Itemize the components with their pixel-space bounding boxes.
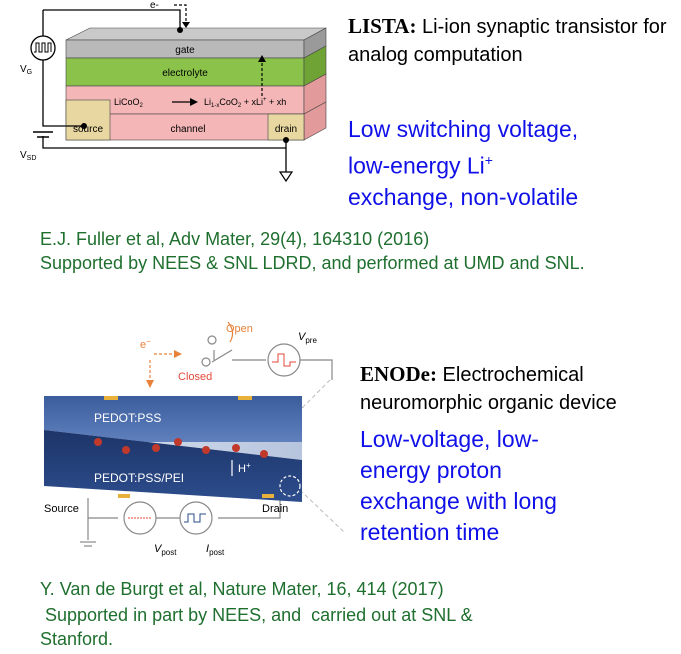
lista-drain-contact-dot: [283, 137, 289, 143]
enode-title-bold: ENODe:: [360, 362, 437, 386]
enode-electron-arrow: [146, 350, 182, 388]
lista-title-bold: LISTA:: [348, 14, 417, 38]
lista-vsd-battery-icon: [33, 131, 53, 138]
enode-title: ENODe: Electrochemical neuromorphic orga…: [360, 360, 680, 417]
enode-title-line2: neuromorphic organic device: [360, 392, 617, 414]
lista-highlight: Low switching voltage, low-energy Li+ ex…: [348, 114, 668, 213]
enode-circuit-wires: [87, 350, 333, 540]
enode-highlight-line3: exchange with long: [360, 488, 557, 514]
enode-title-line1: ENODe: Electrochemical: [360, 360, 680, 389]
enode-drain-label: Drain: [262, 503, 288, 515]
enode-source-contact: [118, 494, 130, 498]
enode-diagram: Open Closed e− Vpre: [44, 321, 345, 557]
lista-vsd-label: VSD: [20, 150, 36, 162]
lista-gate-contact-dot: [177, 27, 183, 33]
enode-support-line2: Stanford.: [40, 629, 114, 649]
enode-ipost-meter-icon: [179, 501, 213, 535]
lista-electron-arrow: [174, 4, 190, 28]
lista-pulse-source-icon: [30, 35, 56, 61]
lista-drain-label: drain: [275, 124, 297, 135]
enode-guide-lines: [299, 379, 345, 533]
enode-title-rest-line1: Electrochemical: [437, 364, 584, 386]
lista-source-label: source: [73, 124, 103, 135]
enode-top-contact-left: [104, 396, 118, 400]
lista-vg-label: VG: [20, 64, 32, 76]
lista-highlight-line2: low-energy Li+: [348, 152, 493, 179]
enode-ipost-label: Ipost: [206, 543, 225, 557]
enode-vpost-label: Vpost: [154, 543, 177, 557]
lista-highlight-line1: Low switching voltage,: [348, 116, 579, 142]
lista-circuit-wires: [42, 9, 287, 172]
lista-diagram: e- VG VSD: [20, 0, 327, 183]
enode-vpre-label: Vpre: [298, 331, 317, 345]
enode-ground-icon: [80, 541, 96, 547]
enode-top-layer-label: PEDOT:PSS: [94, 411, 161, 425]
lista-reaction-label: LiCoO2: [114, 97, 144, 109]
enode-vpost-meter-icon: [123, 501, 157, 535]
lista-title-rest: Li-ion synaptic transistor for analog co…: [348, 16, 667, 66]
lista-title: LISTA: Li-ion synaptic transistor for an…: [348, 12, 668, 69]
enode-bottom-layer-label: PEDOT:PSS/PEI: [94, 471, 184, 485]
enode-drain-contact: [262, 494, 274, 498]
lista-device-stack: [65, 27, 327, 143]
enode-highlight-line2: energy proton: [360, 457, 502, 483]
enode-citation: Y. Van de Burgt et al, Nature Mater, 16,…: [40, 579, 444, 599]
lista-highlight-line3: exchange, non-volatile: [348, 183, 579, 210]
lista-channel-label: channel: [170, 124, 205, 135]
lista-reaction-product-label: Li1-xCoO2 + xLi+ + xh: [204, 97, 286, 109]
enode-highlight-line1: Low-voltage, low-: [360, 426, 539, 452]
enode-proton-dots: [94, 438, 268, 458]
enode-proton-label: H+: [238, 461, 251, 475]
lista-electron-label: e-: [150, 0, 159, 11]
enode-vpre-source-icon: [267, 343, 301, 377]
lista-electrolyte-label: electrolyte: [162, 68, 208, 79]
enode-highlight: Low-voltage, low- energy proton exchange…: [360, 424, 680, 548]
enode-switch-icon: [201, 321, 234, 367]
enode-open-label: Open: [226, 323, 253, 335]
enode-dashed-circle: [279, 475, 301, 497]
lista-support: Supported by NEES & SNL LDRD, and perfor…: [40, 253, 585, 273]
lista-reaction-arrow: [172, 98, 198, 106]
enode-device-stack: [44, 396, 304, 502]
enode-electron-label: e−: [140, 337, 151, 351]
lista-citation: E.J. Fuller et al, Adv Mater, 29(4), 164…: [40, 229, 430, 249]
enode-source-label: Source: [44, 503, 79, 515]
enode-top-contact-right: [238, 396, 252, 400]
enode-support-line1: Supported in part by NEES, and carried o…: [40, 605, 473, 625]
lista-gate-label: gate: [175, 45, 195, 56]
enode-highlight-line4: retention time: [360, 519, 500, 545]
enode-closed-label: Closed: [178, 371, 212, 383]
lista-ground-icon: [278, 171, 294, 183]
